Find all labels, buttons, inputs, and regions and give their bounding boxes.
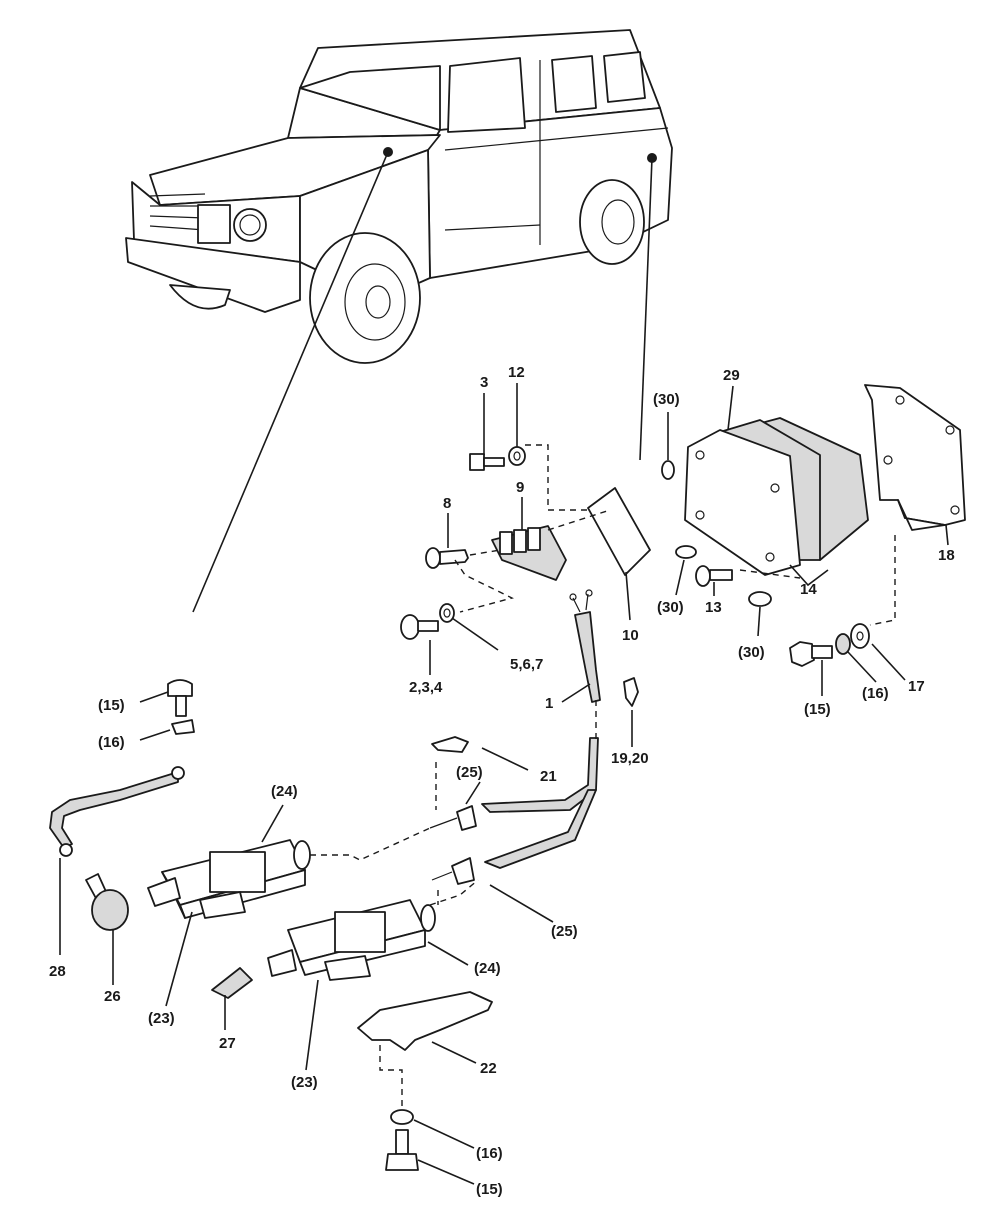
label-10: 10 <box>622 627 639 644</box>
washer-16 <box>390 1109 414 1125</box>
washer-16 <box>171 719 195 735</box>
label-24: (24) <box>271 783 298 800</box>
terminal-block-9 <box>491 525 567 581</box>
vehicle-illustration <box>125 29 673 364</box>
label-28: 28 <box>49 963 66 980</box>
label-9: 9 <box>516 479 524 496</box>
bulb-26 <box>85 873 129 931</box>
bolt-3 <box>469 453 505 471</box>
label-8: 8 <box>443 495 451 512</box>
screw-13 <box>695 565 733 587</box>
bolt-15 <box>385 1129 419 1171</box>
label-24: (24) <box>474 960 501 977</box>
label-30: (30) <box>653 391 680 408</box>
label-25: (25) <box>551 923 578 940</box>
bracket-22 <box>357 991 493 1051</box>
callout-leaders <box>59 383 949 1185</box>
label-14: 14 <box>800 581 817 598</box>
bolt-15 <box>167 679 193 717</box>
washer-5-6-7 <box>439 603 455 623</box>
label-30: (30) <box>738 644 765 661</box>
label-15: (15) <box>476 1181 503 1198</box>
label-3: 3 <box>480 374 488 391</box>
washer-17 <box>850 623 870 649</box>
label-27: 27 <box>219 1035 236 1052</box>
cable-1 <box>569 589 601 703</box>
cable-28 <box>49 771 179 849</box>
washer-12 <box>508 446 526 466</box>
gasket-plate-10 <box>587 487 651 576</box>
assembly-guide-lines <box>310 444 896 1108</box>
label-25: (25) <box>456 764 483 781</box>
label-29: 29 <box>723 367 740 384</box>
label-2-3-4: 2,3,4 <box>409 679 443 696</box>
label-16: (16) <box>476 1145 503 1162</box>
boot-27 <box>211 967 253 999</box>
label-26: 26 <box>104 988 121 1005</box>
bracket-18 <box>864 384 966 531</box>
actuator-24 <box>267 899 436 981</box>
o-ring-30 <box>661 460 675 480</box>
bolt-15 <box>789 641 833 667</box>
callout-labels: 3 12 (30) 29 8 9 18 (30) 13 14 10 (30) 5… <box>49 364 955 1198</box>
connector-19-20 <box>623 677 639 707</box>
label-13: 13 <box>705 599 722 616</box>
cable-25 <box>429 737 599 885</box>
label-22: 22 <box>480 1060 497 1077</box>
label-19-20: 19,20 <box>611 750 649 767</box>
screw-8 <box>425 547 469 569</box>
label-12: 12 <box>508 364 525 381</box>
label-16: (16) <box>862 685 889 702</box>
actuator-24 <box>147 839 311 919</box>
label-5-6-7: 5,6,7 <box>510 656 543 673</box>
label-23: (23) <box>291 1074 318 1091</box>
label-21: 21 <box>540 768 557 785</box>
o-ring-30 <box>675 545 697 559</box>
label-1: 1 <box>545 695 553 712</box>
label-18: 18 <box>938 547 955 564</box>
label-15: (15) <box>98 697 125 714</box>
clip-21 <box>431 736 469 753</box>
leader-line <box>639 157 653 461</box>
label-16: (16) <box>98 734 125 751</box>
label-15: (15) <box>804 701 831 718</box>
label-30: (30) <box>657 599 684 616</box>
label-23: (23) <box>148 1010 175 1027</box>
o-ring-30 <box>748 591 772 607</box>
junction-box-29 <box>684 417 869 576</box>
washer-16 <box>835 633 851 655</box>
bolt-2-3-4 <box>400 614 439 640</box>
leader-line <box>192 151 389 613</box>
label-17: 17 <box>908 678 925 695</box>
